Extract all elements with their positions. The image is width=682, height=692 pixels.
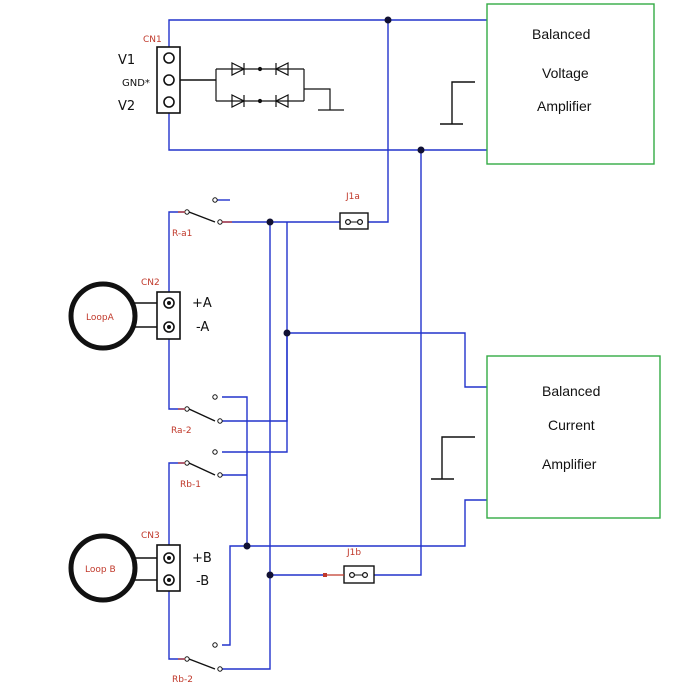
cn3-label: CN3 [141,531,160,541]
ground-symbol [440,81,475,125]
relay-ra2: Ra-2 [171,394,223,436]
cn1-label: CN1 [143,35,162,45]
cn1-connector: CN1 V1 GND* V2 [118,35,216,114]
current-amp-line1: Balanced [542,383,600,399]
pin-plus-b-label: +B [192,551,212,566]
ground-symbol [431,436,475,480]
relay-ra1: R-a1 [172,197,232,239]
j1a-label: J1a [345,192,360,202]
diode-bridge [215,62,344,111]
relay-rb2: Rb-2 [172,642,223,685]
voltage-amplifier-block: Balanced Voltage Amplifier [440,3,655,165]
voltage-amp-line1: Balanced [532,26,590,42]
loop-a-label: LoopA [86,313,115,323]
cn2-label: CN2 [141,278,160,288]
relay-ra2-label: Ra-2 [171,426,192,436]
junction-dots [243,16,425,579]
loop-b-label: Loop B [85,565,116,575]
cn2-connector: CN2 +A -A [141,278,212,340]
current-amp-line2: Current [548,417,595,433]
voltage-amp-line3: Amplifier [537,98,592,114]
relay-rb1-label: Rb-1 [180,480,201,490]
pin-v2-label: V2 [118,99,135,114]
pin-minus-a-label: -A [196,320,209,335]
loop-b: Loop B [68,533,157,603]
loop-a: LoopA [68,281,157,351]
j1b-label: J1b [346,548,361,558]
jumper-j1a: J1a [339,192,369,230]
voltage-amp-line2: Voltage [542,65,589,81]
relay-rb2-label: Rb-2 [172,675,193,685]
cn3-connector: CN3 +B -B [141,531,212,592]
current-amp-line3: Amplifier [542,456,597,472]
pin-plus-a-label: +A [192,296,212,311]
relay-ra1-label: R-a1 [172,229,192,239]
pin-gnd-label: GND* [122,78,150,89]
relay-rb1: Rb-1 [178,449,223,490]
pin-v1-label: V1 [118,53,135,68]
pin-minus-b-label: -B [196,574,209,589]
current-amplifier-block: Balanced Current Amplifier [431,355,661,519]
wires [168,19,487,670]
jumper-j1b: J1b [323,548,375,584]
